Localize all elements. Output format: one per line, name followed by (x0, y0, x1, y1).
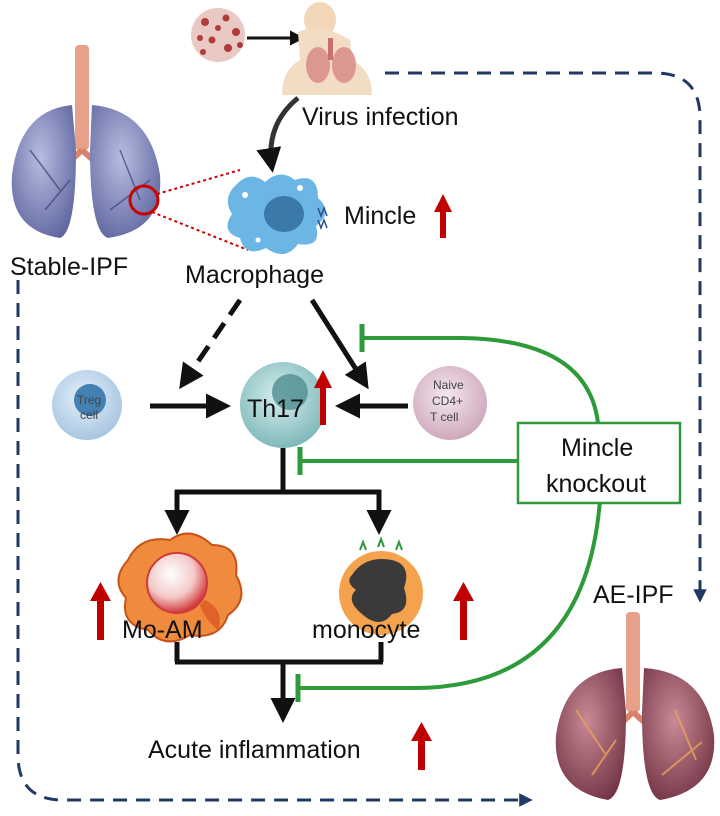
virus-icon (191, 8, 245, 62)
mincle-label: Mincle (344, 202, 416, 230)
monocyte-icon (339, 536, 423, 635)
infected-person-icon (282, 2, 372, 95)
inhibition-macrophage-path (362, 336, 600, 424)
inflammation-up-arrow-icon (411, 722, 432, 770)
virus-infection-label: Virus infection (302, 103, 459, 131)
knockout-label-line1: Mincle (561, 434, 633, 462)
naive-t-cell-icon (413, 366, 487, 440)
infection-arrow (256, 96, 300, 173)
mo-am-up-arrow-icon (90, 582, 111, 640)
th17-label: Th17 (247, 395, 304, 423)
inhibition-inflammation-path (298, 499, 602, 691)
monocyte-label: monocyte (312, 616, 420, 644)
zoom-line-top (156, 169, 241, 195)
naive-label-line2: CD4+ (432, 394, 463, 408)
stable-ipf-lung-icon (11, 45, 161, 238)
dashed-progression-path-top (385, 71, 707, 603)
mo-am-label: Mo-AM (122, 616, 203, 644)
macrophage-to-th17-arrow (309, 298, 369, 390)
acute-inflammation-label: Acute inflammation (148, 736, 361, 764)
lung-zoom-circle (128, 184, 160, 216)
dashed-progression-path-bottom (16, 280, 533, 807)
ae-ipf-lung-icon (555, 612, 715, 800)
th17-up-arrow-icon (314, 370, 332, 425)
macrophage-to-th17-dashed-arrow (179, 298, 243, 390)
treg-label-line2: cell (80, 408, 98, 422)
mincle-up-arrow-icon (434, 194, 452, 238)
naive-label-line3: T cell (430, 410, 458, 424)
mo-am-cell-icon (117, 532, 243, 643)
th17-cell-icon (240, 362, 326, 448)
monocyte-up-arrow-icon (453, 582, 474, 640)
treg-cell-icon (52, 370, 122, 440)
naive-label-line1: Naive (433, 378, 464, 392)
zoom-line-bottom (151, 211, 249, 251)
knockout-label-line2: knockout (546, 470, 646, 498)
ae-ipf-label: AE-IPF (593, 581, 674, 609)
treg-label-line1: Treg (77, 393, 101, 407)
stable-ipf-label: Stable-IPF (10, 253, 128, 281)
macrophage-icon (227, 174, 328, 255)
macrophage-label: Macrophage (185, 261, 324, 289)
mincle-knockout-box (516, 421, 682, 505)
